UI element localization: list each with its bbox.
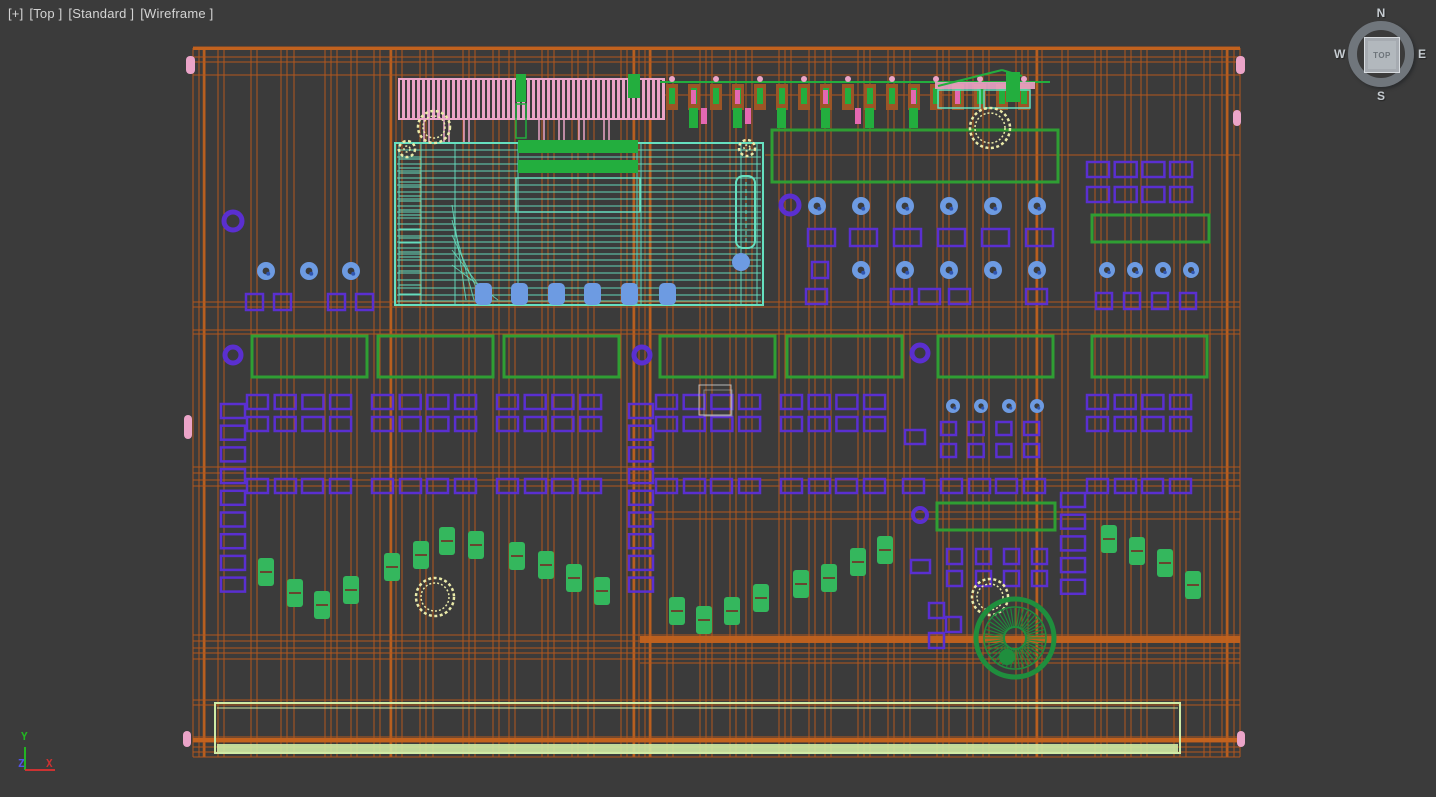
axis-x-label: X <box>46 757 53 770</box>
viewport-general-menu[interactable]: [+] <box>8 6 24 21</box>
viewport-shading-menu[interactable]: [Wireframe ] <box>140 6 214 21</box>
encoder-knobs <box>257 197 1046 280</box>
selection-highlight <box>698 384 732 416</box>
compass-south-label[interactable]: S <box>1376 89 1385 103</box>
button-column-left <box>219 402 247 593</box>
button-grid-1 <box>245 393 353 433</box>
view-cube-top-face[interactable]: TOP <box>1364 37 1400 73</box>
view-cube[interactable]: N E S W TOP <box>1333 6 1429 103</box>
blue-buttons-row <box>475 283 676 305</box>
pink-edge-tab <box>186 56 195 74</box>
screw-holes <box>397 106 1012 618</box>
fader-caps <box>258 525 1201 634</box>
viewport-pov-menu[interactable]: [Top ] <box>29 6 63 21</box>
button-grid-3 <box>495 393 603 433</box>
button-grid-5 <box>779 393 887 433</box>
button-column-center <box>627 402 655 593</box>
orange-grid-verticals <box>192 48 1241 757</box>
compass-west-label[interactable]: W <box>1334 47 1346 61</box>
axis-z-label: Z <box>18 757 25 770</box>
viewport-label: [+] [Top ] [Standard ] [Wireframe ] <box>8 6 219 21</box>
view-cube-compass-ring[interactable] <box>1348 21 1414 87</box>
jog-wheel <box>973 596 1057 680</box>
button-grid-2 <box>370 393 478 433</box>
compass-east-label[interactable]: E <box>1417 47 1426 61</box>
main-display-outline <box>770 128 1060 184</box>
pink-connector-block <box>398 78 665 120</box>
button-grid-right <box>1085 393 1193 433</box>
axis-y-label: Y <box>21 730 28 743</box>
button-grid-4 <box>654 393 762 433</box>
scribble-screens-row <box>250 334 1209 379</box>
bottom-light-bar <box>214 702 1181 754</box>
button-row-bottom <box>245 477 1193 495</box>
viewport-standard-menu[interactable]: [Standard ] <box>68 6 135 21</box>
button-grid-right-upper <box>1085 160 1194 204</box>
button-column-right <box>1059 491 1087 596</box>
compass-north-label[interactable]: N <box>1376 6 1386 20</box>
